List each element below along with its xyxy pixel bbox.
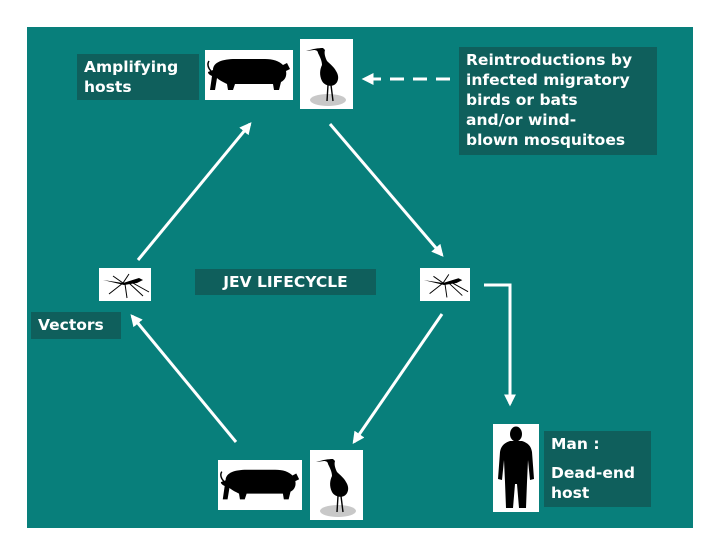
reintroductions-label: Reintroductions by infected migratory bi… — [459, 47, 657, 155]
dead-end-line: Dead-end — [551, 464, 636, 482]
heron-icon — [310, 450, 363, 520]
amplifying-hosts-label: Amplifying hosts — [77, 54, 199, 100]
man-label: Man : — [551, 435, 600, 453]
dead-end-host-label: Man : Dead-end host — [544, 431, 651, 507]
reintroductions-line: Reintroductions by — [466, 51, 633, 69]
reintroductions-line: and/or wind- — [466, 111, 577, 129]
heron-icon — [300, 39, 353, 109]
amplifying-hosts-line: Amplifying — [84, 58, 179, 76]
center-title: JEV LIFECYCLE — [195, 269, 376, 295]
reintroductions-line: birds or bats — [466, 91, 578, 109]
pig-icon — [205, 50, 293, 100]
mosquito-icon — [99, 268, 151, 301]
vectors-label: Vectors — [31, 312, 121, 339]
amplifying-hosts-line: hosts — [84, 78, 132, 96]
man-silhouette-icon — [493, 424, 539, 512]
dead-end-line: host — [551, 484, 590, 502]
pig-icon — [218, 460, 302, 510]
reintroductions-line: blown mosquitoes — [466, 131, 626, 149]
mosquito-icon — [420, 268, 470, 301]
reintroductions-line: infected migratory — [466, 71, 630, 89]
